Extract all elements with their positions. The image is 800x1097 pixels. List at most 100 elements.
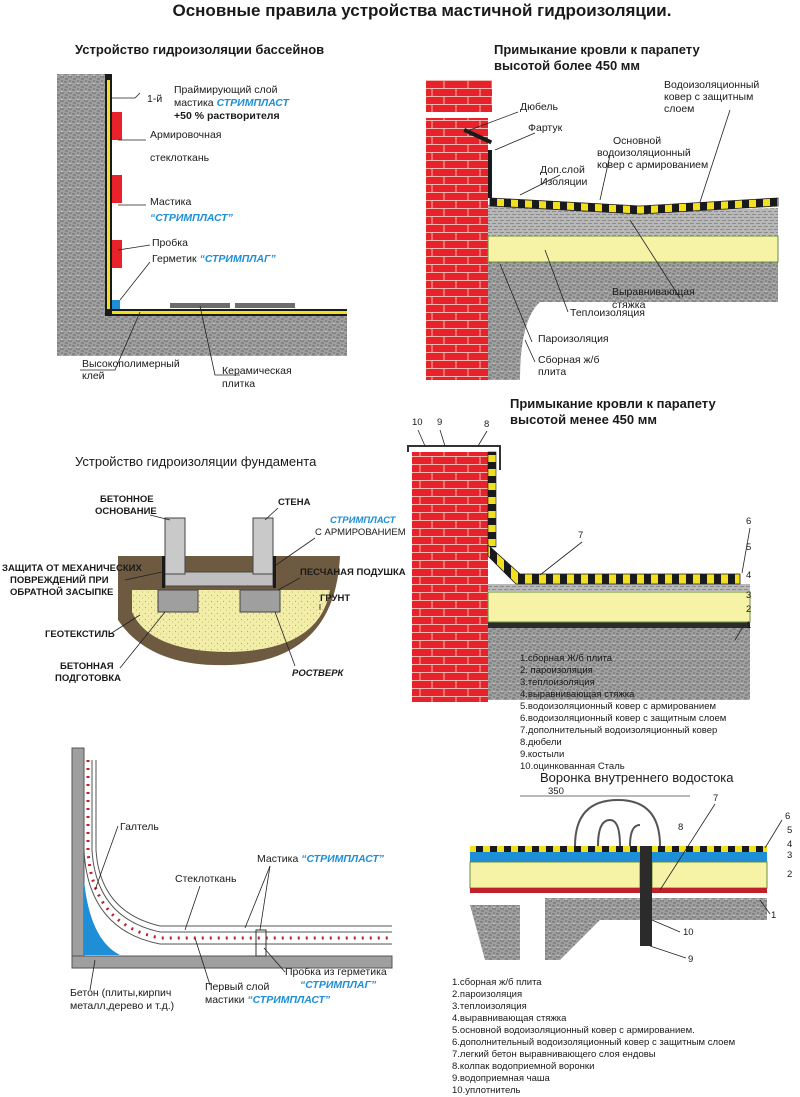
foundation-geo-label: ГЕОТЕКСТИЛЬ [45, 629, 115, 640]
foundation-grill-label: РОСТВЕРК [292, 668, 345, 679]
legend-item: 2. пароизоляция [520, 665, 593, 676]
pool-label-primer: Праймирующий слой [174, 84, 278, 96]
pool-label-glue: Высокополимерный [82, 358, 180, 370]
parapet-high-slab-label: Сборная ж/б [538, 354, 599, 366]
fillet-first: Первый слой [205, 981, 269, 993]
parapet-low-num-5: 5 [746, 542, 751, 553]
pool-label-mastic: Мастика [150, 196, 191, 208]
legend-item: 5.водоизоляционный ковер с армированием [520, 701, 716, 712]
legend-item: 7.дополнительный водоизоляционный ковер [520, 725, 717, 736]
fillet-mastic-brand: “СТРИМПЛАСТ” [301, 853, 385, 865]
parapet-low-num-7: 7 [578, 530, 583, 541]
pool-label-primer-brand: СТРИМПЛАСТ [217, 97, 291, 109]
parapet-high-screed [488, 205, 778, 236]
pool-floor [57, 316, 347, 356]
parapet-high-title2: высотой более 450 мм [494, 58, 640, 73]
fillet-concrete [84, 880, 120, 955]
foundation-protect3: ОБРАТНОЙ ЗАСЫПКЕ [10, 586, 113, 598]
drain-legend: 1.сборная ж/б плита 2.пароизоляция 3.теп… [452, 977, 735, 1096]
pool-tile [170, 303, 230, 308]
parapet-low-num-9: 9 [437, 417, 442, 428]
foundation-wall-label: СТЕНА [278, 497, 311, 508]
parapet-low-num-10: 10 [412, 417, 423, 428]
fillet-mastic: Мастика [257, 853, 301, 865]
parapet-high-main: Основной [613, 135, 661, 147]
parapet-high-dowel: Дюбель [520, 101, 558, 113]
legend-item: 2.пароизоляция [452, 989, 522, 1000]
parapet-high-carpet [489, 197, 779, 215]
foundation-prep-label2: ПОДГОТОВКА [55, 673, 121, 684]
legend-item: 9.костыли [520, 749, 564, 760]
parapet-high-protect3: слоем [664, 103, 694, 115]
parapet-high-screed-label2: стяжка [612, 299, 646, 311]
parapet-high-section: Примыкание кровли к парапету высотой бол… [426, 42, 779, 380]
parapet-high-protect2: ковер с защитным [664, 91, 753, 103]
parapet-high-main2: водоизоляционный [597, 147, 691, 159]
foundation-reinf: С АРМИРОВАНИЕМ [315, 527, 406, 538]
legend-item: 10.оцинкованная Сталь [520, 761, 625, 772]
foundation-section: Устройство гидроизоляции фундамента БЕТО… [2, 454, 406, 684]
foundation-protect: ЗАЩИТА ОТ МЕХАНИЧЕСКИХ [2, 563, 142, 574]
fillet-section: Галтель Мастика “СТРИМПЛАСТ” Стеклоткань… [70, 747, 393, 1012]
parapet-high-slab-support [488, 302, 540, 380]
parapet-low-legend: 1.сборная Ж/б плита 2. пароизоляция 3.те… [520, 653, 726, 772]
pool-label-primer3: +50 % растворителя [174, 110, 280, 122]
fillet-concrete-label: Бетон (плиты,кирпич [70, 987, 171, 999]
drain-num-4: 4 [787, 839, 792, 850]
drain-dim: 350 [548, 786, 564, 797]
pool-label-mastic-brand: “СТРИМПЛАСТ” [150, 212, 234, 224]
parapet-high-coping [426, 80, 492, 112]
svg-text:Мастика “СТРИМПЛАСТ”: Мастика “СТРИМПЛАСТ” [257, 853, 385, 865]
foundation-brand: СТРИМПЛАСТ [330, 515, 397, 526]
legend-item: 3.теплоизоляция [520, 677, 595, 688]
parapet-high-thermal [487, 235, 779, 263]
legend-item: 6.дополнительный водоизоляционный ковер … [452, 1037, 735, 1048]
parapet-low-screed [488, 584, 750, 592]
foundation-protect2: ПОВРЕЖДЕНИЙ ПРИ [10, 574, 109, 586]
drain-section: Воронка внутреннего водостока 350 6 5 4 … [452, 770, 792, 1096]
drain-num-7: 7 [713, 793, 718, 804]
drain-num-3: 3 [787, 850, 792, 861]
drain-bowl [640, 846, 652, 946]
parapet-high-slab [488, 262, 778, 302]
parapet-low-title: Примыкание кровли к парапету [510, 396, 716, 411]
pool-wall [57, 74, 105, 316]
foundation-wall-left [164, 517, 186, 575]
parapet-high-extra: Доп.слой [540, 164, 585, 176]
foundation-wall-right [252, 517, 274, 575]
legend-item: 5.основной водоизоляционный ковер с арми… [452, 1025, 695, 1036]
foundation-grillage-right [239, 589, 281, 613]
parapet-high-protect: Водоизоляционный [664, 79, 759, 91]
parapet-high-extra2: Изоляции [540, 176, 588, 188]
svg-text:Герметик “СТРИМПЛАГ”: Герметик “СТРИМПЛАГ” [152, 253, 277, 265]
parapet-high-apron [463, 128, 493, 145]
svg-text:мастики “СТРИМПЛАСТ”: мастики “СТРИМПЛАСТ” [205, 994, 331, 1006]
pool-section: Устройство гидроизоляции бассейнов 1-й П… [57, 42, 347, 390]
fillet-plug-label: Пробка из герметика [285, 966, 387, 978]
pool-label-sealant-brand: “СТРИМПЛАГ” [200, 253, 277, 265]
pool-label-primer2: мастика [174, 97, 217, 109]
parapet-low-vapor [488, 622, 750, 628]
pool-label-sealant: Герметик [152, 253, 200, 265]
parapet-low-thermal [487, 591, 751, 623]
parapet-low-num-4: 4 [746, 570, 751, 581]
pool-label-tile2: плитка [222, 378, 255, 390]
pool-label-first: 1-й [147, 93, 162, 105]
legend-item: 4.выравнивающая стяжка [520, 689, 635, 700]
parapet-high-title: Примыкание кровли к парапету [494, 42, 700, 57]
drain-num-1: 1 [771, 910, 776, 921]
legend-item: 1.сборная ж/б плита [452, 977, 542, 988]
foundation-ground-label: ГРУНТ [320, 593, 350, 604]
drain-slab-left [470, 905, 520, 960]
foundation-grillage-left [157, 589, 199, 613]
parapet-low-num-8: 8 [484, 419, 489, 430]
parapet-low-num-3: 3 [746, 590, 751, 601]
svg-text:мастика СТРИМПЛАСТ: мастика СТРИМПЛАСТ [174, 97, 290, 109]
legend-item: 7.легкий бетон выравнивающего слоя ендов… [452, 1049, 656, 1060]
fillet-glass: Стеклоткань [175, 873, 237, 885]
pool-title: Устройство гидроизоляции бассейнов [75, 42, 324, 57]
drain-thermal-left [469, 861, 641, 889]
parapet-high-main3: ковер с армированием [597, 159, 708, 171]
legend-item: 1.сборная Ж/б плита [520, 653, 613, 664]
